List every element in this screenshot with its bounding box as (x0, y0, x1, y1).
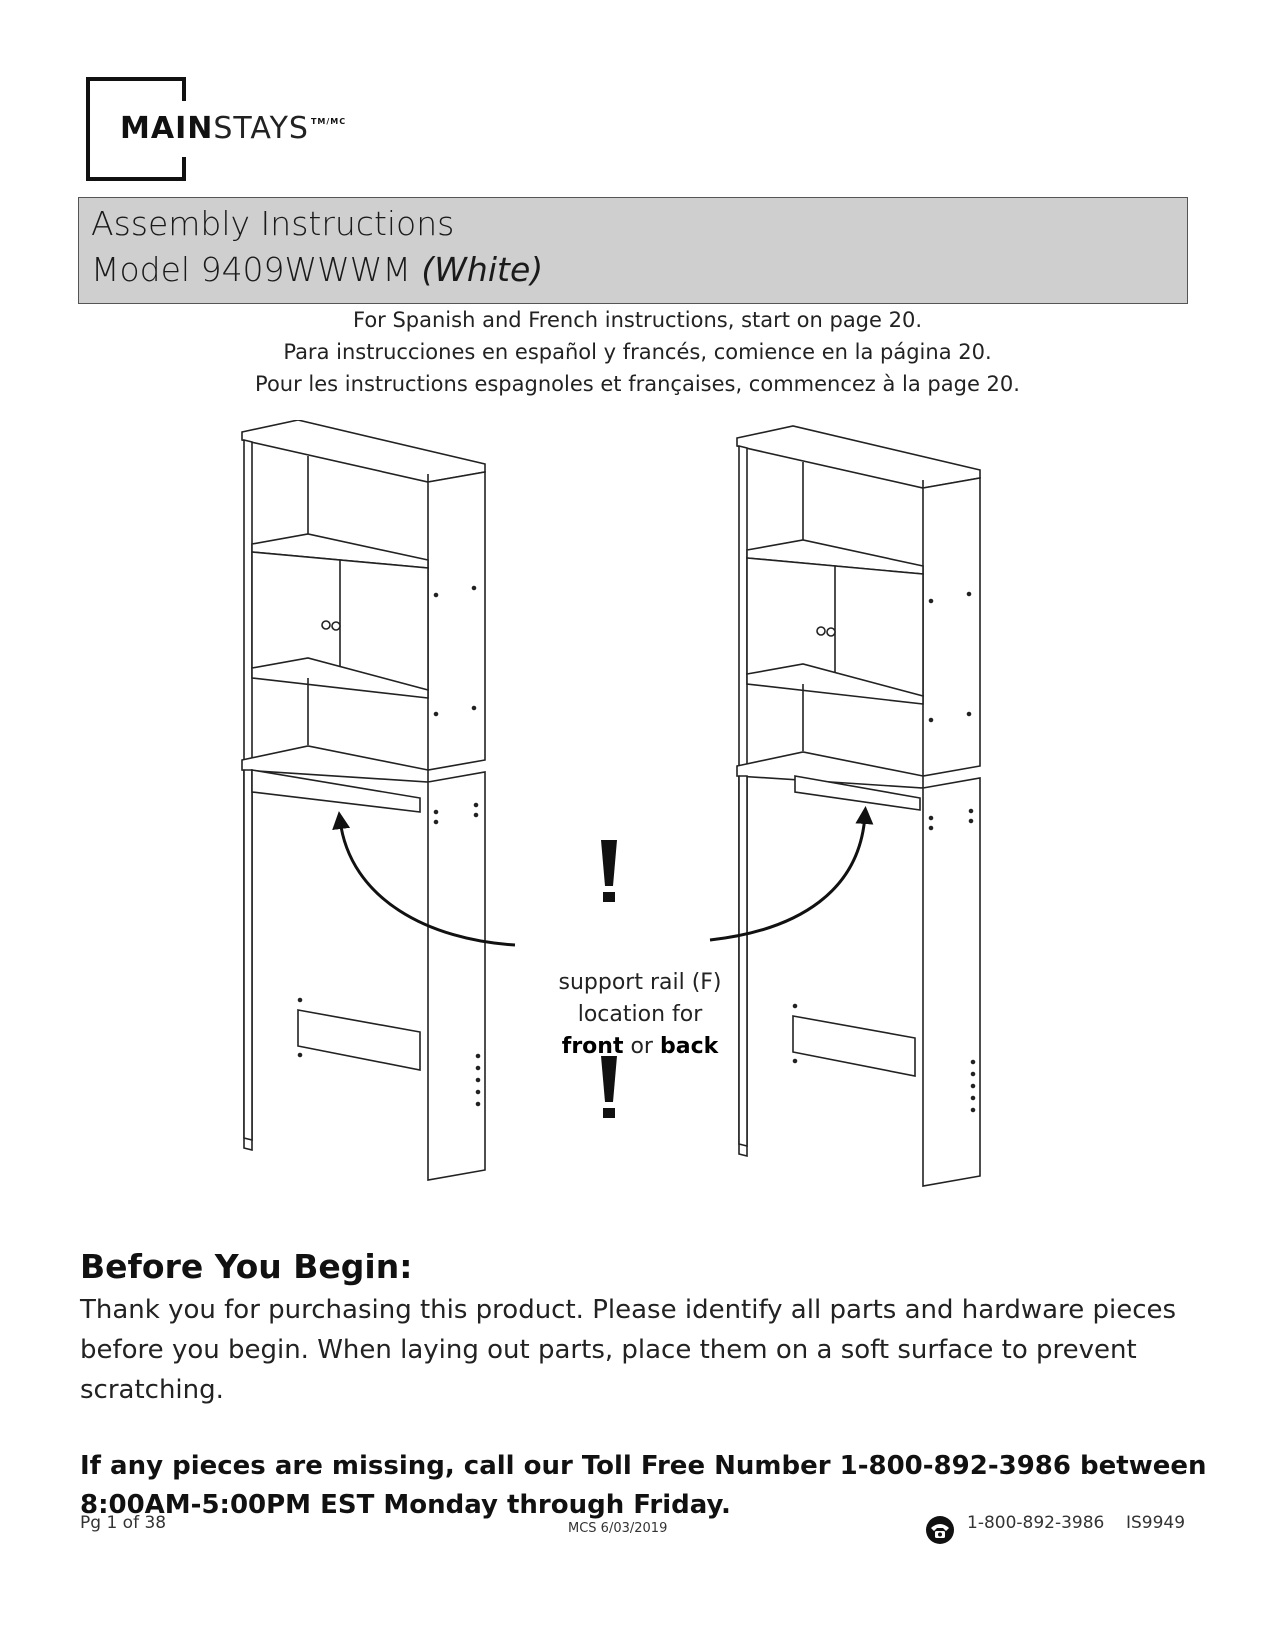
support-rail-callout: support rail (F) location for front or b… (520, 967, 760, 1063)
revision-date: MCS 6/03/2019 (568, 1521, 668, 1536)
model-number: Model 9409WWWM (91, 250, 411, 289)
cabinet-view-back (736, 425, 981, 1187)
before-you-begin-heading: Before You Begin: (80, 1247, 413, 1286)
callout-line-2: location for (577, 1002, 703, 1027)
model-color: (White) (421, 250, 544, 289)
support-rail-front (251, 769, 421, 813)
language-note-spanish: Para instrucciones en español y francés,… (283, 340, 992, 364)
document-title: Assembly Instructions (91, 204, 455, 243)
document-id: IS9949 (1126, 1513, 1186, 1533)
callout-line-1: support rail (F) (558, 970, 722, 995)
logo-strong: MAIN (120, 111, 214, 146)
logo-light: STAYS (213, 111, 309, 146)
title-box: Assembly Instructions Model 9409WWWM (Wh… (78, 197, 1188, 304)
footer-phone-number: 1-800-892-3986 (967, 1513, 1105, 1533)
callout-or: or (630, 1034, 653, 1059)
telephone-icon (926, 1516, 954, 1544)
exclamation-icon (601, 840, 617, 902)
arrow-to-front-rail (332, 811, 516, 947)
before-you-begin-body: Thank you for purchasing this product. P… (80, 1295, 1177, 1405)
language-note-french: Pour les instructions espagnoles et fran… (255, 372, 1020, 396)
missing-pieces-notice: If any pieces are missing, call our Toll… (80, 1451, 1207, 1520)
logo-frame (86, 77, 186, 181)
arrow-to-back-rail (709, 806, 874, 942)
model-title: Model 9409WWWM (White) (91, 250, 543, 289)
logo-mark: TM/MC (310, 117, 347, 126)
callout-front: front (561, 1034, 624, 1059)
cabinet-illustration (241, 420, 981, 1187)
page-number: Pg 1 of 38 (80, 1513, 167, 1533)
callout-line-3: front or back (520, 1031, 760, 1063)
support-rail-back (794, 775, 921, 811)
callout-back: back (659, 1034, 719, 1059)
language-note-english: For Spanish and French instructions, sta… (352, 308, 923, 332)
exclamation-icon (601, 1056, 617, 1118)
